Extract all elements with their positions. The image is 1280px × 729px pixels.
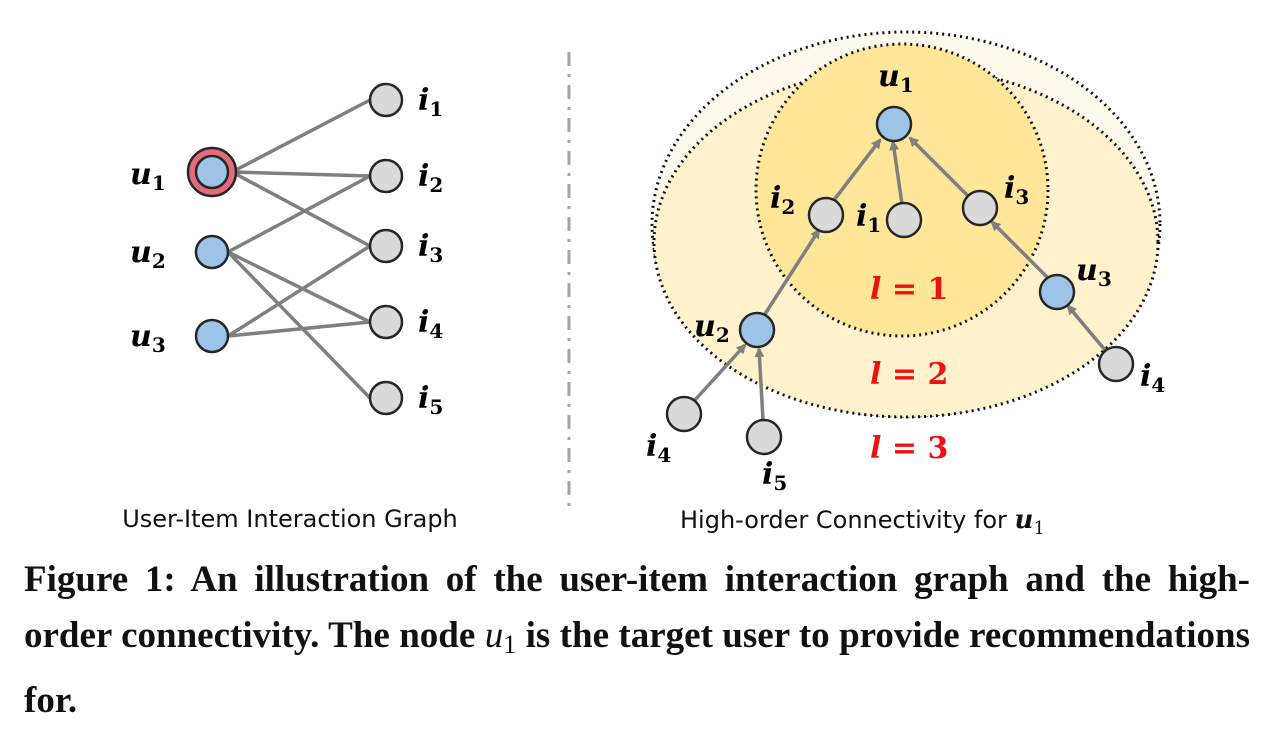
caption-math-u1: u1	[484, 615, 517, 659]
edge-i4-u3	[1066, 304, 1107, 352]
caption-suffix: is the target user to provide recommenda…	[24, 615, 1250, 721]
item-node-i2	[368, 158, 404, 194]
node-i1	[885, 201, 923, 239]
edge-u1-i3	[231, 170, 371, 248]
connectivity-item-nodes	[665, 189, 1135, 456]
edge-i4-u2	[693, 343, 747, 402]
item-labels: i1 i2 i3 i4 i5	[418, 83, 443, 419]
label-u3: u3	[1076, 253, 1112, 291]
edge-u1-i1	[231, 98, 371, 174]
user-node-u3	[194, 318, 230, 354]
label-i2: i2	[770, 181, 795, 219]
left-panel-title: User-Item Interaction Graph	[122, 505, 458, 533]
edge-i1-u1	[889, 140, 904, 205]
user-label-u1: u1	[130, 157, 166, 195]
right-panel-title: High-order Connectivity for u1	[680, 505, 1045, 539]
label-i1: i1	[856, 199, 881, 237]
level-label-1: l = 1	[870, 272, 948, 307]
figure-caption: Figure 1: An illustration of the user-it…	[24, 552, 1250, 729]
right-panel: u1 i2 i1 i3 u2 u3 i4 i5 i4 l = 1 l = 2 l…	[646, 30, 1165, 539]
node-i5	[745, 418, 783, 456]
user-node-u1	[194, 154, 230, 190]
connectivity-edges	[693, 136, 1107, 421]
left-panel: u1 u2 u3 i1 i2 i3 i4 i5 User-Item Intera…	[122, 82, 458, 533]
node-u2	[738, 311, 776, 349]
level-label-2: l = 2	[870, 357, 948, 392]
caption-prefix: Figure 1: An illustration of the user-it…	[24, 559, 1250, 656]
edge-u3-i3	[227, 244, 371, 338]
label-u2: u2	[694, 309, 730, 347]
node-i3	[961, 189, 999, 227]
edge-u1-i2	[231, 170, 371, 178]
item-label-i4: i4	[418, 305, 443, 343]
item-node-i3	[368, 228, 404, 264]
user-label-u3: u3	[130, 319, 166, 357]
edge-u3-i4	[227, 320, 371, 338]
label-i5: i5	[762, 457, 787, 495]
level-label-3: l = 3	[870, 431, 948, 466]
node-root-u1	[875, 105, 913, 143]
edge-u2-i4	[227, 250, 371, 324]
edge-u3-i3	[990, 220, 1050, 280]
label-i4-right: i4	[1140, 359, 1165, 397]
item-label-i2: i2	[418, 159, 443, 197]
edge-u2-i5	[226, 250, 372, 400]
label-i3: i3	[1004, 171, 1029, 209]
item-label-i1: i1	[418, 83, 443, 121]
edge-i2-u1	[832, 138, 882, 202]
level-labels: l = 1 l = 2 l = 3	[870, 272, 948, 466]
user-label-u2: u2	[130, 235, 166, 273]
label-root-u1: u1	[878, 59, 914, 97]
node-i4-left	[665, 395, 703, 433]
edge-i5-u2	[754, 347, 765, 421]
item-nodes	[368, 82, 404, 416]
node-i2	[807, 196, 845, 234]
item-label-i3: i3	[418, 229, 443, 267]
item-node-i5	[368, 380, 404, 416]
item-node-i1	[368, 82, 404, 118]
bipartite-edges	[226, 98, 372, 400]
item-node-i4	[368, 304, 404, 340]
label-i4-left: i4	[646, 429, 671, 467]
user-labels: u1 u2 u3	[130, 157, 166, 357]
level-1-region	[754, 42, 1050, 338]
figure-diagram: u1 u2 u3 i1 i2 i3 i4 i5 User-Item Intera…	[122, 30, 1165, 539]
connectivity-labels: u1 i2 i1 i3 u2 u3 i4 i5 i4	[646, 59, 1165, 495]
connectivity-user-nodes	[738, 105, 1076, 349]
user-node-u2	[194, 234, 230, 270]
node-u3	[1038, 273, 1076, 311]
user-nodes	[186, 146, 238, 354]
edge-u2-i2	[763, 228, 821, 315]
edge-i3-u1	[908, 136, 970, 198]
item-label-i5: i5	[418, 381, 443, 419]
node-i4-right	[1097, 345, 1135, 383]
edge-u2-i2	[227, 174, 371, 254]
